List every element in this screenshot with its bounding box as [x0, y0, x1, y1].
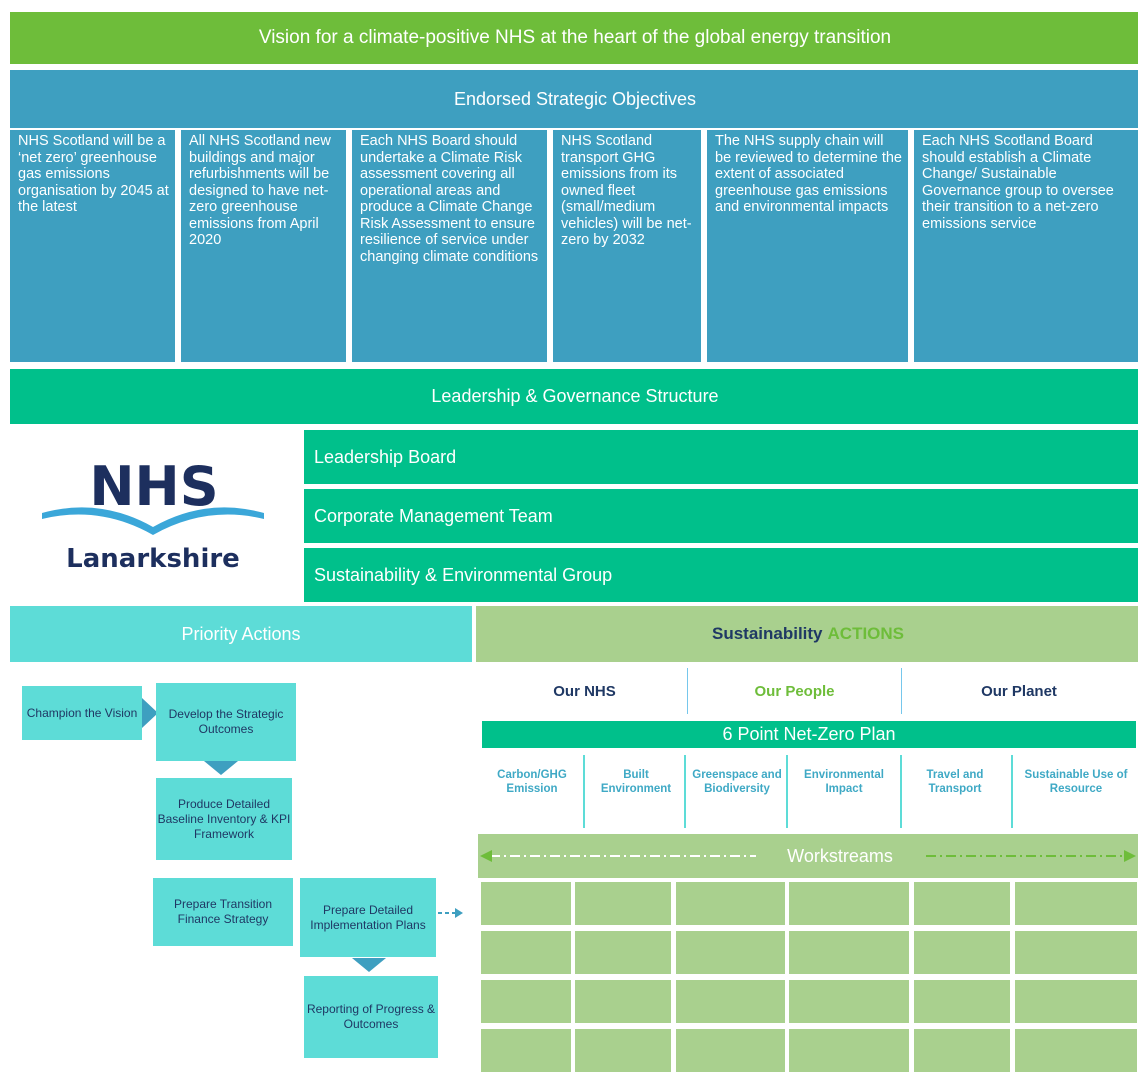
workstreams-label: Workstreams	[787, 846, 893, 866]
workstream-cell	[575, 1029, 671, 1072]
step-champion-the-vision: Champion the Vision	[22, 686, 142, 740]
workstream-cell	[914, 1029, 1010, 1072]
workstream-cell	[789, 882, 909, 925]
six-point-plan-bar: 6 Point Net-Zero Plan	[482, 721, 1136, 748]
workstreams-bar	[478, 834, 1138, 878]
objective-2: All NHS Scotland new buildings and major…	[181, 130, 346, 362]
corporate-management-team-bar: Corporate Management Team	[304, 489, 1138, 543]
step-finance-strategy: Prepare Transition Finance Strategy	[153, 878, 293, 946]
step-develop-strategic-outcomes: Develop the Strategic Outcomes	[156, 683, 296, 761]
sustainability-environmental-group-bar: Sustainability & Environmental Group	[304, 548, 1138, 602]
workstreams-arrow	[480, 850, 1136, 862]
workstream-cell	[676, 980, 785, 1023]
step-baseline-inventory: Produce Detailed Baseline Inventory & KP…	[156, 778, 292, 860]
workstream-cell	[575, 931, 671, 974]
workstream-cell	[676, 1029, 785, 1072]
workstream-cell	[481, 1029, 571, 1072]
workstream-cell	[1015, 882, 1137, 925]
workstream-cell	[1015, 931, 1137, 974]
actions-label: ACTIONS	[827, 624, 905, 643]
vision-banner: Vision for a climate-positive NHS at the…	[10, 12, 1138, 64]
dashed-arrow-right-icon	[438, 908, 463, 918]
workstream-cell	[1015, 1029, 1137, 1072]
leadership-board-bar: Leadership Board	[304, 430, 1138, 484]
category-divider	[1011, 755, 1013, 828]
pillar-divider	[687, 668, 688, 714]
pillar-our-planet: Our Planet	[981, 682, 1057, 700]
workstream-cell	[575, 882, 671, 925]
logo-lanarkshire-text: Lanarkshire	[66, 544, 240, 574]
objective-3: Each NHS Board should undertake a Climat…	[352, 130, 547, 362]
workstream-cell	[789, 980, 909, 1023]
step-implementation-plans: Prepare Detailed Implementation Plans	[300, 878, 436, 957]
category-travel-transport: Travel and Transport	[926, 769, 984, 795]
nhs-lanarkshire-logo: NHS Lanarkshire	[40, 455, 270, 585]
workstream-cell	[1015, 980, 1137, 1023]
pillar-our-people: Our People	[754, 682, 835, 700]
category-carbon-ghg: Carbon/GHG Emission	[497, 769, 567, 795]
arrow-down-icon	[204, 761, 238, 775]
category-divider	[684, 755, 686, 828]
category-sustainable-use: Sustainable Use of Resource	[1024, 769, 1128, 795]
workstream-cell	[676, 882, 785, 925]
priority-actions-header: Priority Actions	[10, 606, 472, 662]
workstream-cell	[481, 931, 571, 974]
category-environmental-impact: Environmental Impact	[804, 769, 884, 795]
workstream-cell	[676, 931, 785, 974]
arrow-right-icon	[1124, 850, 1136, 862]
objective-1: NHS Scotland will be a ‘net zero’ greenh…	[10, 130, 175, 362]
workstream-cell	[481, 980, 571, 1023]
endorsed-objectives-header: Endorsed Strategic Objectives	[10, 70, 1138, 128]
pillar-our-nhs: Our NHS	[553, 682, 616, 700]
objective-5: The NHS supply chain will be reviewed to…	[707, 130, 908, 362]
arrow-right-icon	[142, 698, 158, 728]
workstream-cell	[789, 931, 909, 974]
arrow-down-icon	[352, 958, 386, 972]
category-divider	[583, 755, 585, 828]
workstream-cell	[914, 931, 1010, 974]
logo-nhs-text: NHS	[89, 455, 218, 518]
objective-4: NHS Scotland transport GHG emissions fro…	[553, 130, 701, 362]
workstream-cell	[481, 882, 571, 925]
workstream-cell	[914, 980, 1010, 1023]
category-greenspace-biodiversity: Greenspace and Biodiversity	[692, 769, 782, 795]
category-divider	[900, 755, 902, 828]
objective-6: Each NHS Scotland Board should establish…	[914, 130, 1138, 362]
arrow-left-icon	[480, 850, 492, 862]
category-divider	[786, 755, 788, 828]
nhs-logo-graphic: NHS Lanarkshire	[42, 455, 264, 574]
sustainability-actions-header: Sustainability ACTIONS	[476, 606, 1138, 662]
workstream-cell	[575, 980, 671, 1023]
logo-swoosh	[42, 507, 264, 535]
workstream-cell	[789, 1029, 909, 1072]
leadership-governance-header: Leadership & Governance Structure	[10, 369, 1138, 424]
category-built-environment: Built Environment	[600, 769, 672, 795]
sustainability-label: Sustainability	[711, 624, 823, 643]
workstream-cell	[914, 882, 1010, 925]
step-reporting-progress: Reporting of Progress & Outcomes	[304, 976, 438, 1058]
pillar-divider	[901, 668, 902, 714]
